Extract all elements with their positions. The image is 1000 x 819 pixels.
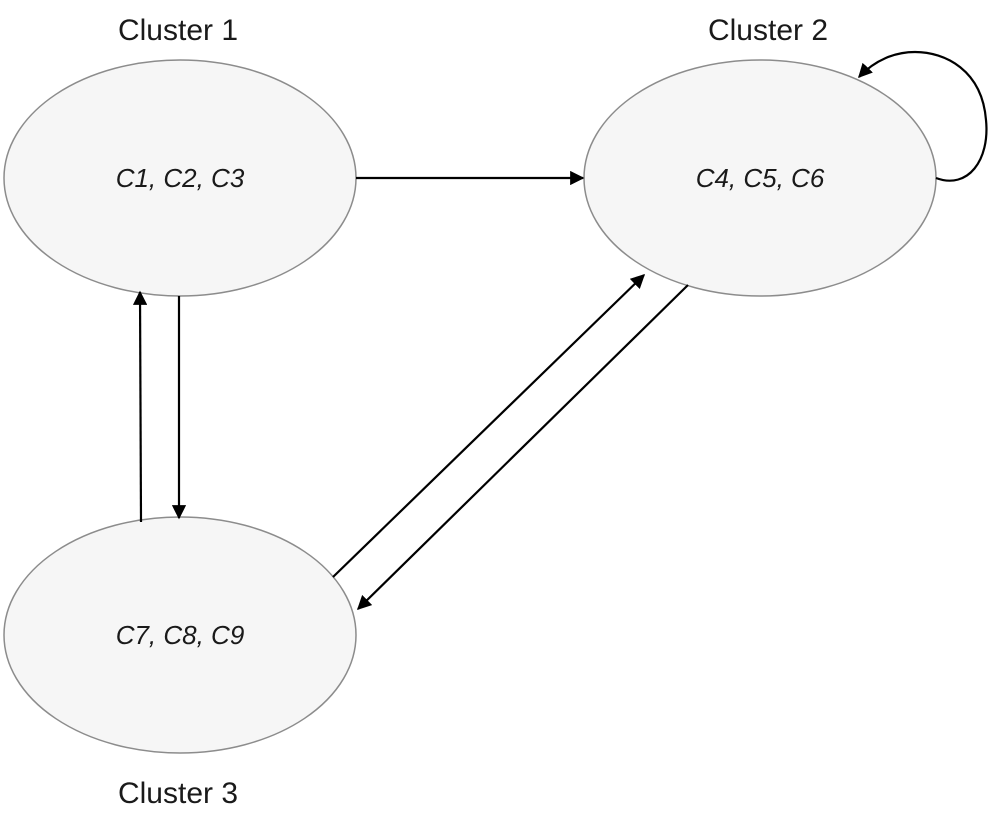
cluster-2-members: C4, C5, C6 [696, 163, 825, 193]
cluster-1-members: C1, C2, C3 [116, 163, 245, 193]
cluster-3-title: Cluster 3 [118, 777, 238, 810]
cluster-2-title: Cluster 2 [708, 14, 828, 47]
edge-cluster3-to-cluster2 [332, 274, 646, 578]
edge-cluster3-to-cluster1 [132, 290, 148, 523]
cluster-1-title: Cluster 1 [118, 14, 238, 47]
edge-cluster2-to-cluster3 [356, 284, 689, 611]
cluster-3-members: C7, C8, C9 [116, 620, 245, 650]
cluster-1-node: C1, C2, C3 [3, 59, 357, 297]
cluster-3-node: C7, C8, C9 [3, 516, 357, 754]
edge-cluster2-self-loop [858, 50, 988, 182]
cluster-2-node: C4, C5, C6 [583, 59, 937, 297]
